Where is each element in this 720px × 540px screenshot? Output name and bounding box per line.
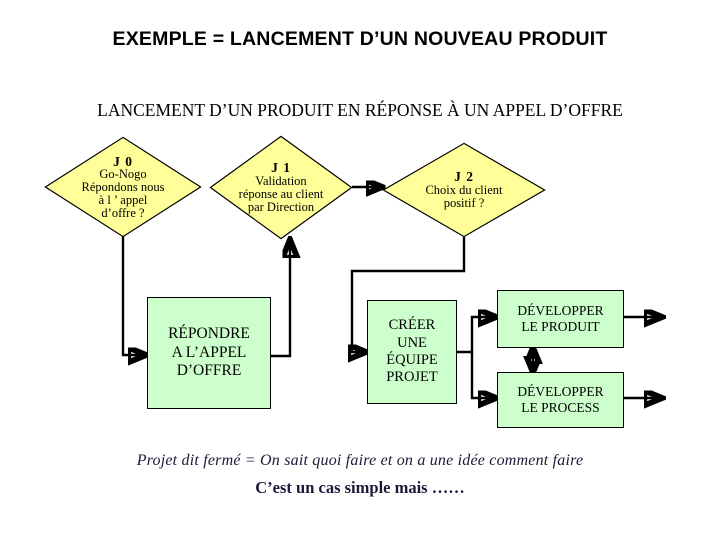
process-box-creer[interactable]: CRÉER UNE ÉQUIPE PROJET <box>367 300 457 404</box>
process-creer-line-4: PROJET <box>386 369 438 386</box>
footer-line-1: Projet dit fermé = On sait quoi faire et… <box>136 452 584 469</box>
decision-j1[interactable]: J 1 Validation réponse au client par Dir… <box>209 135 353 240</box>
connector-j2-to-creer <box>352 237 466 352</box>
decision-j2[interactable]: J 2 Choix du client positif ? <box>382 142 546 238</box>
process-box-developper-produit[interactable]: DÉVELOPPER LE PRODUIT <box>497 290 624 348</box>
connector-creer-to-produit <box>457 317 496 354</box>
connector-j0-to-repondre <box>121 236 146 355</box>
process-produit-line-1: DÉVELOPPER <box>517 303 604 319</box>
footer-line-2: C’est un cas simple mais …… <box>255 478 465 497</box>
page-title: EXEMPLE = LANCEMENT D’UN NOUVEAU PRODUIT <box>112 28 608 50</box>
process-process-line-2: LE PROCESS <box>521 400 600 415</box>
connector-creer-to-process <box>470 352 496 398</box>
process-repondre-line-1: RÉPONDRE <box>168 325 250 343</box>
process-produit-line-2: LE PRODUIT <box>521 319 600 334</box>
process-repondre-line-3: D’OFFRE <box>176 362 242 380</box>
process-creer-line-1: CRÉER <box>388 317 436 334</box>
connector-repondre-to-j1 <box>271 240 290 358</box>
diamond-shape <box>44 136 202 238</box>
process-box-developper-process[interactable]: DÉVELOPPER LE PROCESS <box>497 372 624 428</box>
process-creer-line-2: UNE <box>397 334 427 351</box>
diamond-shape <box>382 142 546 238</box>
process-process-line-1: DÉVELOPPER <box>517 384 604 400</box>
page-subtitle: LANCEMENT D’UN PRODUIT EN RÉPONSE À UN A… <box>97 100 623 120</box>
process-repondre-line-2: A L’APPEL <box>171 343 247 361</box>
process-creer-line-3: ÉQUIPE <box>386 352 438 368</box>
process-box-repondre[interactable]: RÉPONDRE A L’APPEL D’OFFRE <box>147 297 271 409</box>
diamond-shape <box>209 135 353 240</box>
decision-j0[interactable]: J 0 Go-Nogo Répondons nous à l ’ appel d… <box>44 136 202 238</box>
